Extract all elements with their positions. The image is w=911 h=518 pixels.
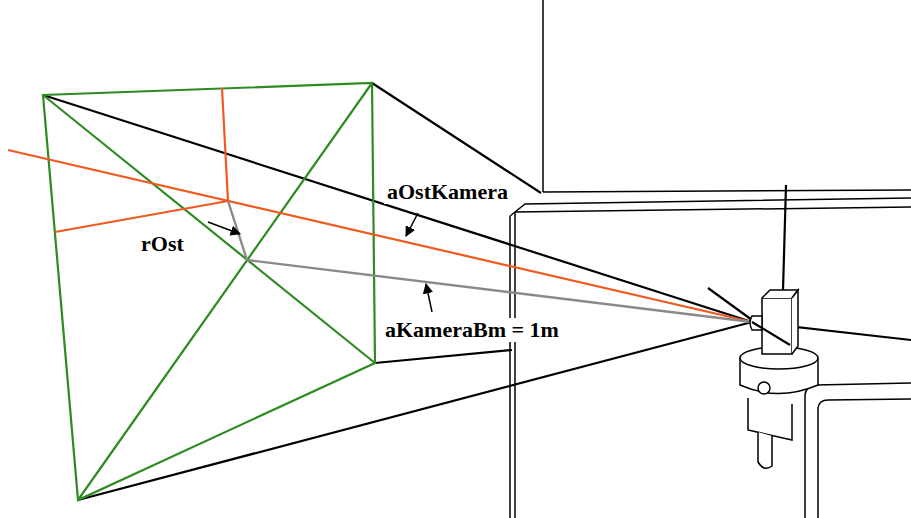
measure-vector — [228, 201, 752, 322]
leader-arrow — [208, 213, 432, 312]
vector-label: rOst — [138, 232, 187, 256]
optical-axis — [8, 88, 752, 322]
monitor — [805, 383, 911, 518]
dimension-label: aKameraBm = 1m — [382, 318, 562, 342]
frustum-edge — [43, 83, 752, 500]
camera — [708, 185, 911, 468]
cabinet — [510, 0, 911, 518]
vector-label: aOstKamera — [384, 180, 511, 204]
image-plane — [43, 83, 375, 500]
